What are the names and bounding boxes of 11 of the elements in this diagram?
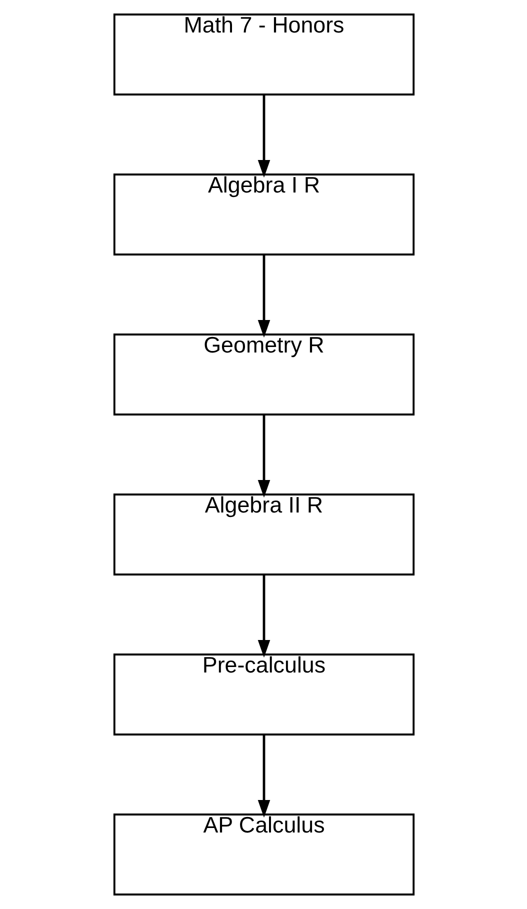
node-box: Algebra II R	[112, 494, 414, 576]
node-box: Math 7 - Honors	[112, 14, 414, 96]
node-box: Geometry R	[112, 334, 414, 416]
arrow	[257, 254, 270, 338]
arrow	[257, 414, 270, 498]
arrow	[257, 94, 270, 178]
node-box: Algebra I R	[112, 174, 414, 256]
arrow	[257, 734, 270, 818]
arrow	[257, 574, 270, 658]
node-box: Pre-calculus	[112, 654, 414, 736]
node-box: AP Calculus	[112, 814, 414, 896]
